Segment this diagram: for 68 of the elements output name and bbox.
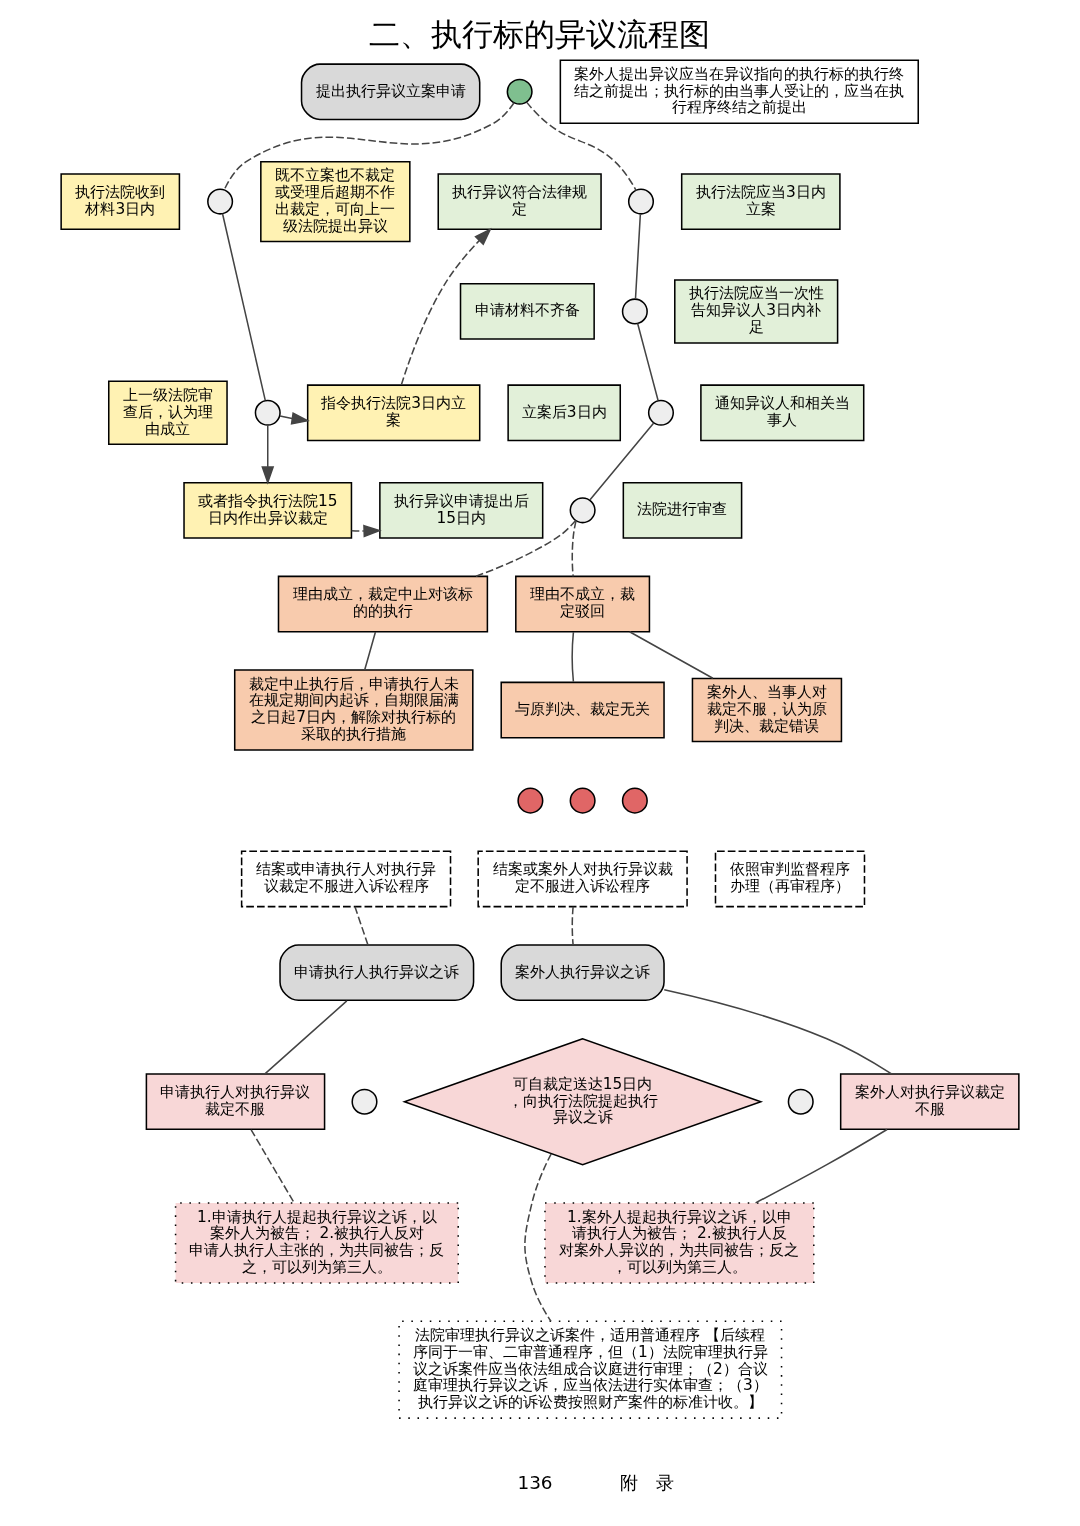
- node-box: 1.申请执行人提起执行异议之诉，以案外人为被告； 2.被执行人反对申请人执行人主张的，为共同被告；反之，可以列为第三人。: [174, 1202, 459, 1284]
- node-box: 申请执行人执行异议之诉: [279, 944, 475, 1002]
- node-box: 指令执行法院3日内立案: [306, 384, 481, 442]
- connector: [571, 520, 577, 578]
- node-box: 上一级法院审查后，认为理由成立: [108, 380, 228, 446]
- connector: [250, 1129, 295, 1204]
- connector: [589, 422, 655, 501]
- node-circle: [569, 787, 596, 814]
- node-box: 执行异议符合法律规定: [437, 173, 602, 230]
- label: 136: [517, 1471, 553, 1493]
- connector: [524, 1153, 552, 1322]
- arrow: [400, 227, 492, 386]
- connector: [526, 101, 637, 192]
- node-box: 申请材料不齐备: [459, 283, 595, 340]
- node-box: 执行异议申请提出后15日内: [379, 481, 544, 539]
- node-box: 理由成立，裁定中止对该标的的执行: [277, 575, 489, 633]
- node-box: 或者指令执行法院15日内作出异议裁定: [183, 481, 353, 539]
- connector: [636, 322, 659, 402]
- node-box: 立案后3日内: [507, 384, 622, 442]
- connector: [363, 631, 377, 671]
- node-box: 提出执行异议立案申请: [300, 63, 481, 121]
- node-circle: [627, 188, 655, 215]
- node-box: 依照审判监督程序办理（再审程序）: [714, 850, 866, 908]
- node-box: 法院审理执行异议之诉案件，适用普通程序 【后续程序同于一审、二审普通程序，但（1）法院审理执行异议之诉案件应当依法组成合议庭进行审理；（2）合议庭审理执行异议之诉，应当依法进行实体审查；（3）执行异议之诉的诉讼费按照财产案件的标准计收。】: [398, 1320, 783, 1419]
- node-box: 1.案外人提起执行异议之诉，以申请执行人为被告； 2.被执行人反对案外人异议的，为共同被告；反之，可以列为第三人。: [544, 1202, 815, 1284]
- node-box: 法院进行审查: [622, 481, 743, 539]
- node-box: 执行法院收到材料3日内: [60, 173, 181, 230]
- connector: [223, 101, 515, 191]
- node-circle: [787, 1088, 814, 1115]
- connector: [628, 631, 714, 680]
- connector: [571, 631, 575, 683]
- node-circle: [506, 78, 533, 105]
- node-box: 理由不成立，裁定驳回: [515, 575, 651, 633]
- node-box: 案外人提出异议应当在异议指向的执行标的执行终结之前提出；执行标的由当事人受让的，应当在执行程序终结之前提出: [559, 59, 919, 124]
- diagram-title: 二、执行标的异议流程图: [369, 15, 711, 52]
- node-circle: [254, 399, 281, 426]
- node-box: 申请执行人对执行异议裁定不服: [145, 1073, 326, 1131]
- node-box: 裁定中止执行后，申请执行人未在规定期间内起诉，自期限届满之日起7日内，解除对执行标的采取的执行措施: [233, 669, 474, 751]
- connector: [571, 905, 574, 946]
- connector: [474, 519, 577, 578]
- node-circle: [647, 399, 674, 426]
- label: 附 录: [620, 1471, 675, 1493]
- node-circle: [569, 497, 596, 524]
- node-circle: [517, 787, 544, 814]
- arrow: [279, 412, 310, 425]
- node-box: 既不立案也不裁定或受理后超期不作出裁定，可向上一级法院提出异议: [260, 160, 411, 243]
- node-circle: [621, 787, 648, 814]
- connector: [354, 905, 369, 946]
- node-box: 结案或案外人对执行异议裁定不服进入诉讼程序: [477, 850, 688, 908]
- node-box: 通知异议人和相关当事人: [700, 384, 865, 442]
- node-circle: [621, 298, 648, 325]
- connector: [634, 213, 642, 300]
- node-box: 结案或申请执行人对执行异议裁定不服进入诉讼程序: [240, 850, 452, 908]
- connector: [221, 212, 267, 402]
- node-box: 案外人执行异议之诉: [500, 944, 665, 1002]
- node-box: 与原判决、裁定无关: [500, 681, 665, 739]
- node-box: 执行法院应当3日内立案: [680, 173, 841, 230]
- node-circle: [351, 1088, 378, 1115]
- node-box: 案外人对执行异议裁定不服: [839, 1073, 1020, 1131]
- arrow: [350, 524, 382, 538]
- connector: [264, 1000, 348, 1075]
- node-diamond: 可自裁定送达15日内，向执行法院提起执行异议之诉: [402, 1037, 764, 1166]
- node-box: 案外人、当事人对裁定不服，认为原判决、裁定错误: [691, 677, 843, 743]
- arrow: [261, 424, 275, 485]
- connector: [754, 1128, 888, 1204]
- connector: [663, 989, 893, 1075]
- node-circle: [207, 188, 234, 215]
- node-box: 执行法院应当一次性告知异议人3日内补足: [674, 279, 839, 344]
